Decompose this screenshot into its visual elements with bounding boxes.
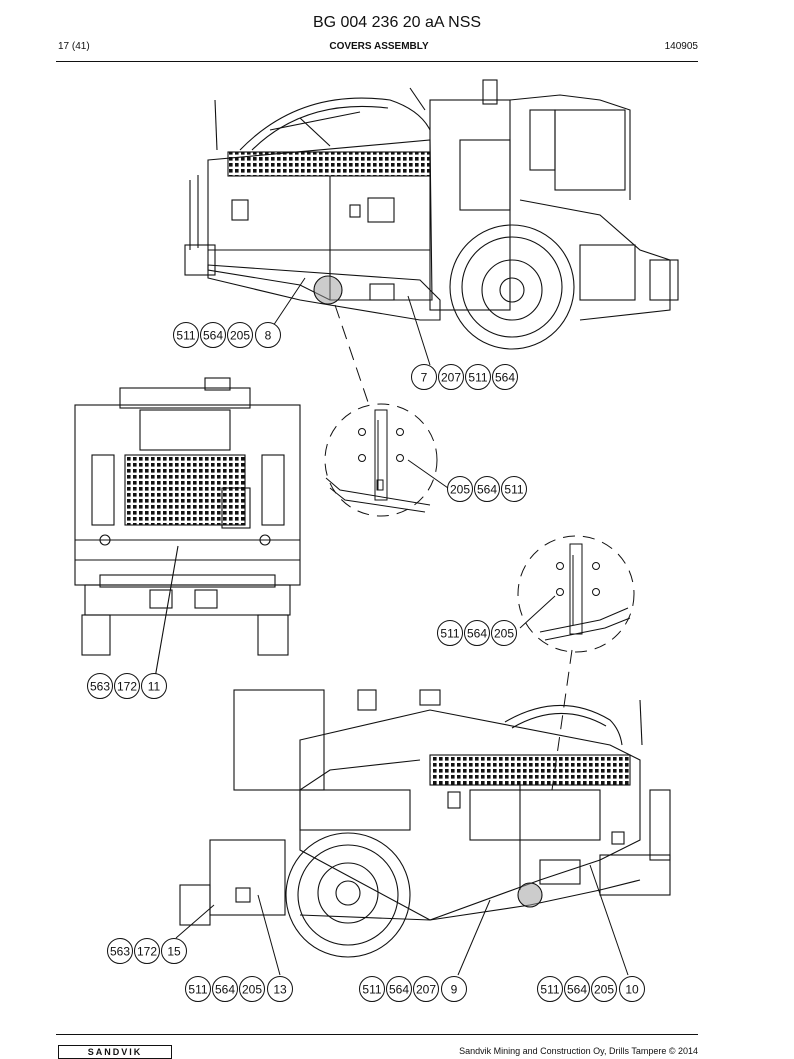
- callout-label: 9: [451, 983, 458, 997]
- callout-label: 205: [594, 983, 614, 997]
- header-rule: [56, 61, 698, 62]
- callout-label: 15: [167, 945, 181, 959]
- callout-label: 564: [495, 371, 515, 385]
- callout-label: 511: [176, 329, 195, 343]
- callout-label: 564: [203, 329, 223, 343]
- copyright-text: Sandvik Mining and Construction Oy, Dril…: [459, 1046, 698, 1056]
- callout-label: 511: [440, 627, 459, 641]
- section-title: COVERS ASSEMBLY: [329, 41, 429, 52]
- page-number: 17 (41): [58, 41, 90, 52]
- sandvik-logo: SANDVIK: [58, 1045, 172, 1059]
- rear-view: [74, 377, 301, 679]
- callout-label: 207: [441, 371, 461, 385]
- callout-c9: 511 564 205 10: [537, 976, 645, 1002]
- callout-c6: 563 172 15: [107, 938, 187, 964]
- callout-c2: 7 207 511 564: [411, 364, 518, 390]
- callout-label: 7: [421, 371, 428, 385]
- leaders-bottom: [175, 864, 629, 976]
- side-view-top: [184, 79, 679, 350]
- callout-label: 511: [468, 371, 487, 385]
- callout-label: 511: [540, 983, 559, 997]
- callout-c8: 511 564 207 9: [359, 976, 467, 1002]
- detail-view-2: [517, 535, 635, 791]
- callout-label: 207: [416, 983, 436, 997]
- callout-label: 205: [242, 983, 262, 997]
- callout-label: 8: [265, 329, 272, 343]
- callout-c1: 511 564 205 8: [173, 322, 281, 348]
- callout-label: 564: [389, 983, 409, 997]
- callout-label: 11: [148, 680, 161, 694]
- callout-label: 564: [467, 627, 487, 641]
- callout-label: 511: [188, 983, 207, 997]
- callout-c7: 511 564 205 13: [185, 976, 293, 1002]
- callout-label: 564: [215, 983, 235, 997]
- callout-label: 511: [362, 983, 381, 997]
- callout-label: 172: [117, 680, 137, 694]
- callout-c4: 511 564 205: [437, 620, 517, 646]
- leaders-top: [266, 277, 431, 409]
- callout-label: 563: [90, 680, 110, 694]
- callout-label: 205: [230, 329, 250, 343]
- callout-label: 172: [137, 945, 157, 959]
- callout-label: 10: [625, 983, 639, 997]
- callout-label: 205: [494, 627, 514, 641]
- side-view-bottom: [179, 689, 671, 958]
- detail-view-1: [324, 403, 449, 517]
- callout-label: 564: [477, 483, 497, 497]
- callout-c3: 205 564 511: [447, 476, 527, 502]
- document-title: BG 004 236 20 aA NSS: [312, 14, 482, 31]
- footer-rule: [56, 1034, 698, 1035]
- callout-label: 205: [450, 483, 470, 497]
- callout-label: 13: [273, 983, 287, 997]
- revision-date: 140905: [664, 41, 698, 52]
- callout-label: 511: [504, 483, 523, 497]
- callout-c5: 563 172 11: [87, 673, 167, 699]
- callout-label: 563: [110, 945, 130, 959]
- callout-label: 564: [567, 983, 587, 997]
